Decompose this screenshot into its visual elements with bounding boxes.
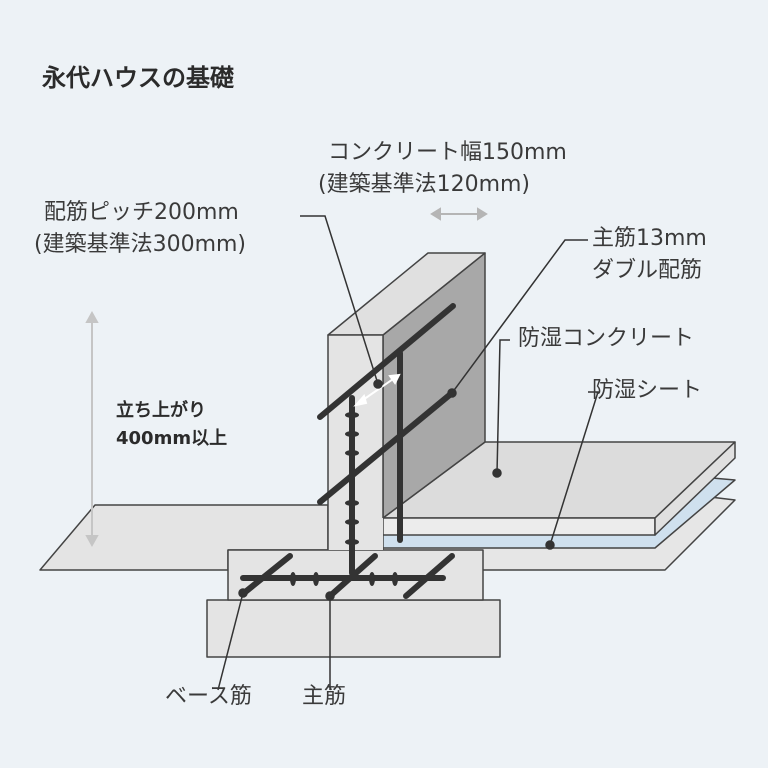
moisture-concrete-side bbox=[654, 441, 736, 536]
double-rebar-label: ダブル配筋 bbox=[592, 258, 703, 283]
leader-lines bbox=[217, 215, 600, 691]
base-bar-label: ベース筋 bbox=[165, 684, 252, 709]
diagram-title: 永代ハウスの基礎 bbox=[42, 64, 234, 92]
height-arrow bbox=[85, 310, 99, 548]
rebar-pitch-label: 配筋ピッチ200mm bbox=[44, 200, 239, 225]
rebar-ties bbox=[290, 412, 398, 586]
rise-label: 立ち上がり bbox=[116, 400, 206, 421]
rebar-pitch-standard-label: (建築基準法300mm) bbox=[34, 232, 247, 257]
main-bar-label: 主筋13mm bbox=[592, 226, 707, 251]
moisture-concrete-front bbox=[382, 517, 656, 536]
pitch-arrow bbox=[353, 373, 401, 407]
concrete-width-standard-label: (建築基準法120mm) bbox=[318, 172, 531, 197]
leveling-concrete bbox=[206, 599, 501, 658]
moisture-sheet-label: 防湿シート bbox=[592, 378, 703, 403]
moisture-concrete-label: 防湿コンクリート bbox=[518, 326, 695, 351]
main-bar-bottom-label: 主筋 bbox=[302, 684, 347, 709]
rise-height-label: 400mm以上 bbox=[116, 428, 228, 449]
width-arrow bbox=[430, 207, 488, 221]
rebar bbox=[240, 303, 456, 599]
wall-front bbox=[328, 335, 383, 550]
concrete-width-label: コンクリート幅150mm bbox=[328, 140, 567, 165]
